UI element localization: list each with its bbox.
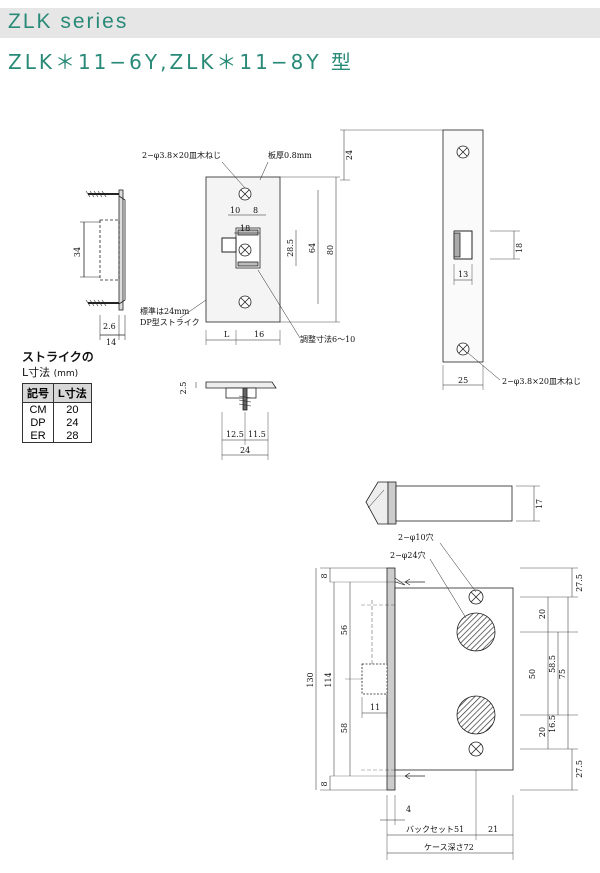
- dim-58: 58: [340, 723, 349, 733]
- dim-L: L: [224, 330, 230, 339]
- dim-16-5: 16.5: [548, 715, 557, 733]
- table-row: CM 20: [22, 402, 92, 416]
- dim-14: 14: [106, 338, 116, 347]
- dim-27-5-top: 27.5: [575, 574, 584, 592]
- case-depth-label: ケース深さ72: [424, 843, 474, 852]
- model-title: ZLK＊11−6Y,ZLK＊11−8Y 型: [8, 50, 354, 74]
- dim-75: 75: [558, 669, 567, 679]
- dim-114: 114: [324, 672, 333, 687]
- lock-front-plate: [340, 129, 520, 390]
- dim-17: 17: [535, 499, 544, 509]
- hole24-note: 2−φ24穴: [390, 550, 426, 560]
- strike-bottom-view: [195, 381, 277, 460]
- dim-50: 50: [528, 669, 537, 679]
- dim-56: 56: [340, 625, 349, 635]
- hole10-note: 2−φ10穴: [398, 532, 434, 542]
- dim-24-front: 24: [345, 150, 354, 160]
- dim-21: 21: [488, 825, 498, 834]
- strike-table-title: ストライクの: [22, 350, 94, 364]
- dim-27-5-bottom: 27.5: [575, 760, 584, 778]
- dim-4: 4: [406, 805, 411, 814]
- strike-front-view: [179, 161, 340, 345]
- table-row: DP 24: [22, 416, 92, 429]
- col-l-dim: L寸法: [53, 383, 92, 403]
- lock-top-view: [365, 481, 540, 525]
- dim-8-top: 8: [320, 573, 329, 578]
- dim-34: 34: [73, 247, 82, 257]
- dp-note: DP型ストライク: [140, 318, 200, 327]
- strike-table-subtitle: L寸法 (mm): [22, 366, 79, 379]
- dim-16: 16: [254, 330, 264, 339]
- backset-label: バックセット51: [406, 825, 464, 834]
- dim-18: 18: [240, 224, 250, 233]
- strike-side-view: [80, 189, 126, 340]
- dim-8: 8: [253, 206, 258, 215]
- dim-28-5: 28.5: [286, 239, 295, 257]
- series-title: ZLK series: [8, 10, 129, 33]
- strike-screw-note: 2−φ3.8×20皿木ねじ: [142, 150, 221, 160]
- thickness-note: 板厚0.8mm: [268, 150, 312, 160]
- table-row: ER 28: [22, 429, 92, 443]
- standard-note: 標準は24mm: [140, 306, 190, 316]
- dim-12-5: 12.5: [226, 430, 244, 439]
- col-code: 記号: [22, 383, 54, 403]
- dim-2-5: 2.5: [179, 382, 188, 395]
- strike-l-table: 記号 L寸法 CM 20 DP 24 ER 28: [22, 383, 92, 443]
- dim-11-5: 11.5: [248, 430, 266, 439]
- dim-130: 130: [306, 672, 315, 687]
- dim-58-5: 58.5: [548, 655, 557, 673]
- dim-20-bottom: 20: [538, 727, 547, 737]
- series-header-bar: [0, 8, 600, 38]
- dim-25: 25: [458, 376, 468, 385]
- dim-20-top: 20: [538, 609, 547, 619]
- dim-10: 10: [230, 206, 240, 215]
- dim-11: 11: [370, 703, 380, 712]
- dim-24: 24: [240, 446, 250, 455]
- front-screw-note: 2−φ3.8×20皿木ねじ: [502, 376, 581, 386]
- dim-8-bottom: 8: [320, 781, 329, 786]
- dim-64: 64: [308, 243, 317, 253]
- dim-80: 80: [326, 245, 335, 255]
- lock-body-view: [315, 542, 578, 860]
- dim-2-6: 2.6: [103, 322, 116, 331]
- dim-13: 13: [458, 270, 468, 279]
- dim-18-front: 18: [515, 243, 524, 253]
- adjust-note: 調整寸法6〜10: [300, 334, 355, 344]
